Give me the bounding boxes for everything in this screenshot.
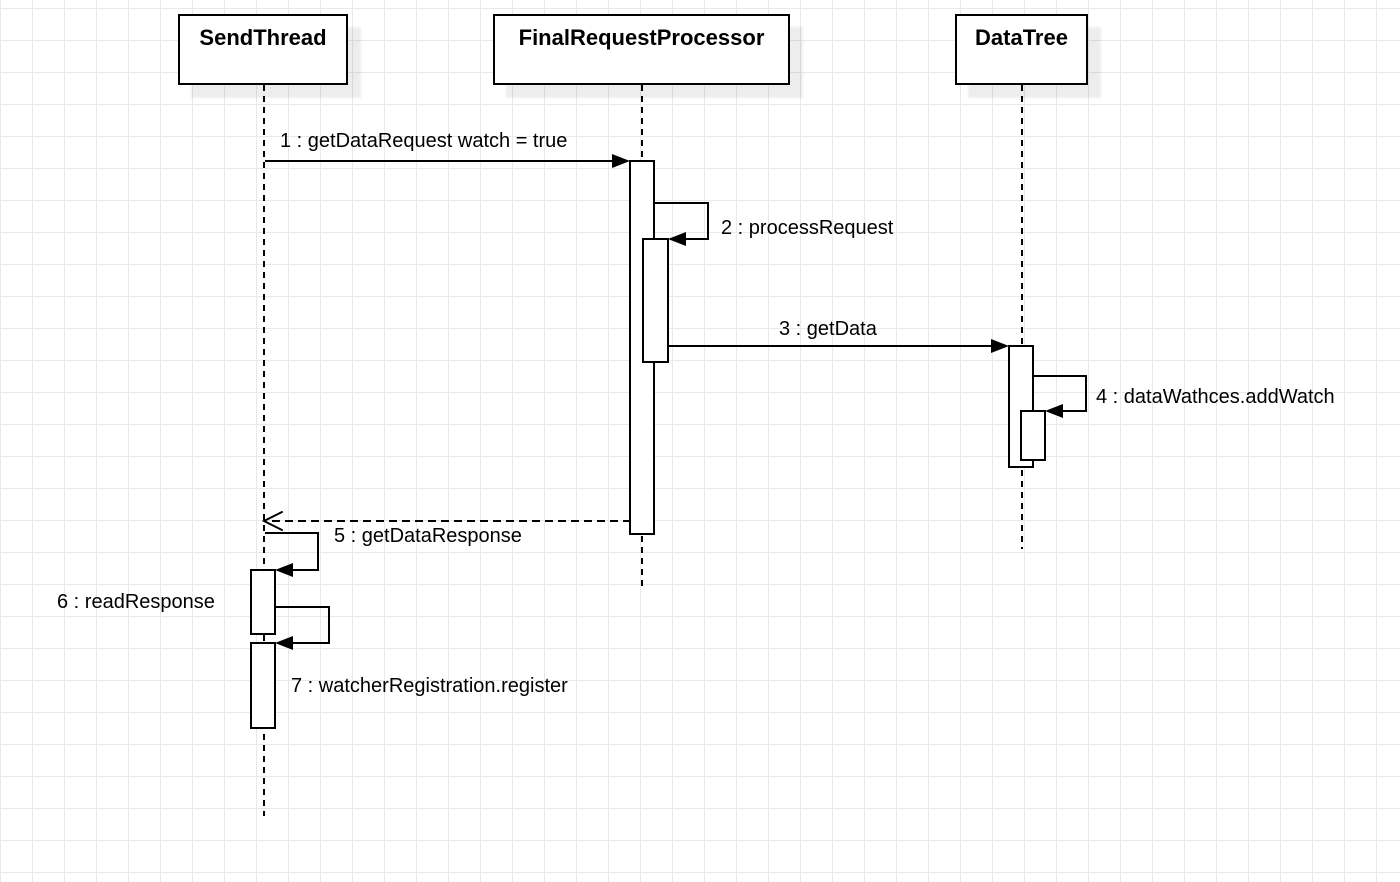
activation-sendthread-readresponse[interactable] (250, 569, 276, 635)
message-3-arrowhead-icon (991, 339, 1009, 353)
message-2-arrowhead-icon (668, 232, 686, 246)
message-5-label[interactable]: 5 : getDataResponse (334, 525, 522, 547)
message-5-arrow[interactable] (261, 511, 631, 531)
message-4-arrowhead-icon (1045, 404, 1063, 418)
message-4-arrow[interactable] (1033, 375, 1087, 418)
message-7-arrow[interactable] (275, 606, 330, 650)
message-5-open-arrowhead-icon (261, 511, 283, 531)
message-4-label[interactable]: 4 : dataWathces.addWatch (1096, 386, 1335, 408)
actor-box-finalrequestprocessor[interactable]: FinalRequestProcessor (493, 14, 790, 85)
message-1-label[interactable]: 1 : getDataRequest watch = true (280, 130, 568, 152)
message-7-line[interactable] (275, 606, 330, 644)
activation-finalrequestprocessor-nested[interactable] (642, 238, 669, 363)
actor-box-datatree[interactable]: DataTree (955, 14, 1088, 85)
message-1-arrowhead-icon (612, 154, 630, 168)
activation-sendthread-register[interactable] (250, 642, 276, 729)
message-6-arrow[interactable] (265, 532, 319, 577)
message-7-label[interactable]: 7 : watcherRegistration.register (291, 675, 568, 697)
message-arrows (261, 154, 1087, 650)
message-1-arrow[interactable] (265, 154, 630, 168)
message-2-line[interactable] (654, 202, 709, 240)
message-6-label[interactable]: 6 : readResponse (57, 591, 215, 613)
activation-datatree-nested[interactable] (1020, 410, 1046, 461)
message-7-arrowhead-icon (275, 636, 293, 650)
actor-label-finalrequestprocessor: FinalRequestProcessor (518, 25, 765, 50)
message-3-arrow[interactable] (668, 339, 1009, 353)
message-2-label[interactable]: 2 : processRequest (721, 217, 894, 239)
actor-label-datatree: DataTree (975, 25, 1068, 50)
message-3-label[interactable]: 3 : getData (779, 318, 877, 340)
message-4-line[interactable] (1033, 375, 1087, 412)
message-6-line[interactable] (265, 532, 319, 571)
actor-box-sendthread[interactable]: SendThread (178, 14, 348, 85)
message-6-arrowhead-icon (275, 563, 293, 577)
message-2-arrow[interactable] (654, 202, 709, 246)
activation-bars (250, 160, 1046, 729)
actor-label-sendthread: SendThread (199, 25, 327, 50)
